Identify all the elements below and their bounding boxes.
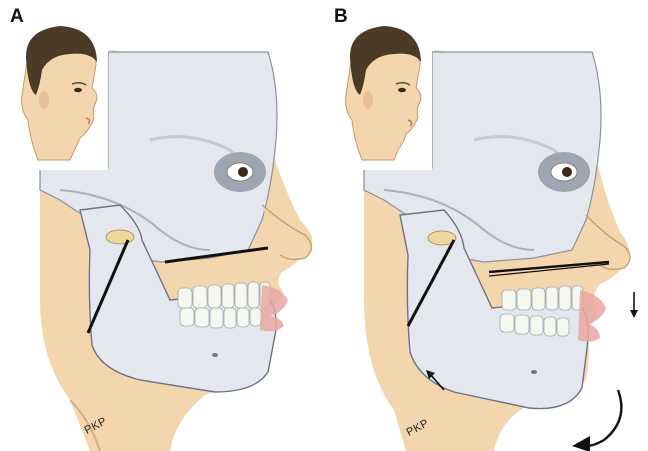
lower-teeth	[180, 308, 261, 328]
skull-illustration-a	[0, 0, 324, 451]
panel-b: B PKP	[324, 0, 648, 451]
rotation-arrow-icon	[572, 390, 621, 451]
lips	[578, 290, 606, 342]
panel-a: A PKP	[0, 0, 324, 451]
condyle	[106, 230, 134, 244]
skull-illustration-b	[324, 0, 648, 451]
panel-label-a: A	[10, 6, 24, 28]
lips	[260, 285, 288, 331]
arrow-down-icon	[630, 292, 638, 318]
panel-label-b: B	[334, 6, 348, 28]
